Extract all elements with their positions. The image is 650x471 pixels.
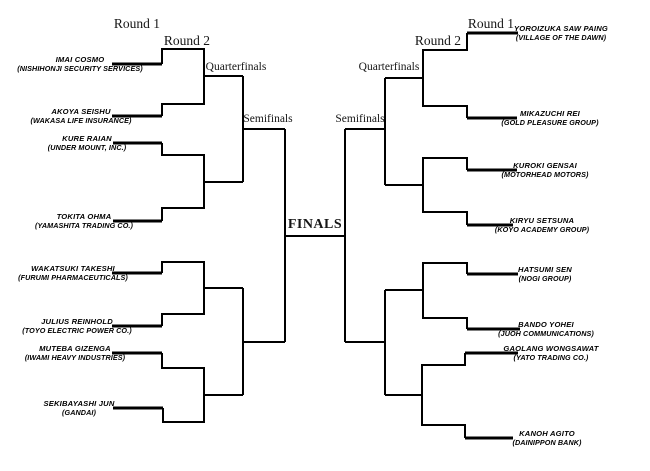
- fighter-name: KURE RAIAN: [62, 134, 112, 143]
- fighter-slot-right-1: YOROIZUKA SAW PAING (VILLAGE OF THE DAWN…: [514, 24, 608, 42]
- round1-label-right: Round 1: [467, 16, 515, 31]
- round2-label-right: Round 2: [414, 33, 462, 48]
- fighter-affiliation: (FURUMI PHARMACEUTICALS): [18, 273, 128, 282]
- fighter-slot-left-3: KURE RAIAN (UNDER MOUNT, INC.): [48, 134, 126, 152]
- fighter-slot-left-7: MUTEBA GIZENGA (IWAMI HEAVY INDUSTRIES): [25, 344, 125, 362]
- fighter-name: BANDO YOHEI: [518, 320, 574, 329]
- fighter-slot-right-3: KUROKI GENSAI (MOTORHEAD MOTORS): [502, 161, 589, 179]
- fighter-slot-right-4: KIRYU SETSUNA (KOYO ACADEMY GROUP): [495, 216, 589, 234]
- fighter-affiliation: (WAKASA LIFE INSURANCE): [30, 116, 132, 125]
- round1-label-left: Round 1: [113, 16, 161, 31]
- fighter-slot-right-6: BANDO YOHEI (JUOH COMMUNICATIONS): [498, 320, 594, 338]
- bracket-connector-lines: [161, 33, 468, 438]
- fighter-affiliation: (VILLAGE OF THE DAWN): [515, 33, 607, 42]
- fighter-slot-left-8: SEKIBAYASHI JUN (GANDAI): [43, 399, 114, 417]
- fighter-affiliation: (JUOH COMMUNICATIONS): [498, 329, 594, 338]
- round2-label-left: Round 2: [163, 33, 211, 48]
- quarterfinals-label-right: Quarterfinals: [358, 61, 420, 73]
- fighter-name: IMAI COSMO: [55, 55, 105, 64]
- fighter-name: KANOH AGITO: [519, 429, 575, 438]
- fighter-name: JULIUS REINHOLD: [41, 317, 113, 326]
- finals-label: FINALS: [287, 217, 343, 232]
- fighter-slot-right-8: KANOH AGITO (DAINIPPON BANK): [512, 429, 581, 447]
- fighter-affiliation: (UNDER MOUNT, INC.): [47, 143, 127, 152]
- semifinals-label-right: Semifinals: [335, 113, 385, 125]
- fighter-slot-left-2: AKOYA SEISHU (WAKASA LIFE INSURANCE): [30, 107, 131, 125]
- fighter-name: GAOLANG WONGSAWAT: [503, 344, 599, 353]
- fighter-name: SEKIBAYASHI JUN: [43, 399, 115, 408]
- fighter-slot-right-7: GAOLANG WONGSAWAT (YATO TRADING CO.): [503, 344, 598, 362]
- quarterfinals-label-left: Quarterfinals: [205, 61, 267, 73]
- fighter-name: HATSUMI SEN: [518, 265, 572, 274]
- fighter-affiliation: (TOYO ELECTRIC POWER CO.): [22, 326, 132, 335]
- semifinals-label-left: Semifinals: [243, 113, 293, 125]
- fighter-entry-lines: [112, 31, 520, 440]
- fighter-affiliation: (NISHIHONJI SECURITY SERVICES): [17, 64, 143, 73]
- fighter-affiliation: (GANDAI): [62, 408, 96, 417]
- fighter-affiliation: (GOLD PLEASURE GROUP): [501, 118, 599, 127]
- fighter-affiliation: (DAINIPPON BANK): [512, 438, 582, 447]
- fighter-slot-left-5: WAKATSUKI TAKESHI (FURUMI PHARMACEUTICAL…: [18, 264, 128, 282]
- fighter-slot-left-4: TOKITA OHMA (YAMASHITA TRADING CO.): [35, 212, 133, 230]
- fighter-slot-left-6: JULIUS REINHOLD (TOYO ELECTRIC POWER CO.…: [22, 317, 131, 335]
- fighter-name: KIRYU SETSUNA: [509, 216, 575, 225]
- fighter-affiliation: (YAMASHITA TRADING CO.): [35, 221, 133, 230]
- fighter-affiliation: (NOGI GROUP): [518, 274, 572, 283]
- fighter-affiliation: (MOTORHEAD MOTORS): [501, 170, 589, 179]
- fighter-slot-right-2: MIKAZUCHI REI (GOLD PLEASURE GROUP): [501, 109, 598, 127]
- fighter-affiliation: (KOYO ACADEMY GROUP): [494, 225, 590, 234]
- fighter-slot-right-5: HATSUMI SEN (NOGI GROUP): [518, 265, 572, 283]
- fighter-name: YOROIZUKA SAW PAING: [513, 24, 609, 33]
- fighter-affiliation: (YATO TRADING CO.): [513, 353, 589, 362]
- fighter-name: KUROKI GENSAI: [513, 161, 577, 170]
- fighter-affiliation: (IWAMI HEAVY INDUSTRIES): [24, 353, 126, 362]
- fighter-name: AKOYA SEISHU: [51, 107, 111, 116]
- fighter-name: MIKAZUCHI REI: [520, 109, 580, 118]
- fighter-name: TOKITA OHMA: [56, 212, 112, 221]
- fighter-slot-left-1: IMAI COSMO (NISHIHONJI SECURITY SERVICES…: [17, 55, 142, 73]
- fighter-name: WAKATSUKI TAKESHI: [31, 264, 115, 273]
- fighter-name: MUTEBA GIZENGA: [39, 344, 111, 353]
